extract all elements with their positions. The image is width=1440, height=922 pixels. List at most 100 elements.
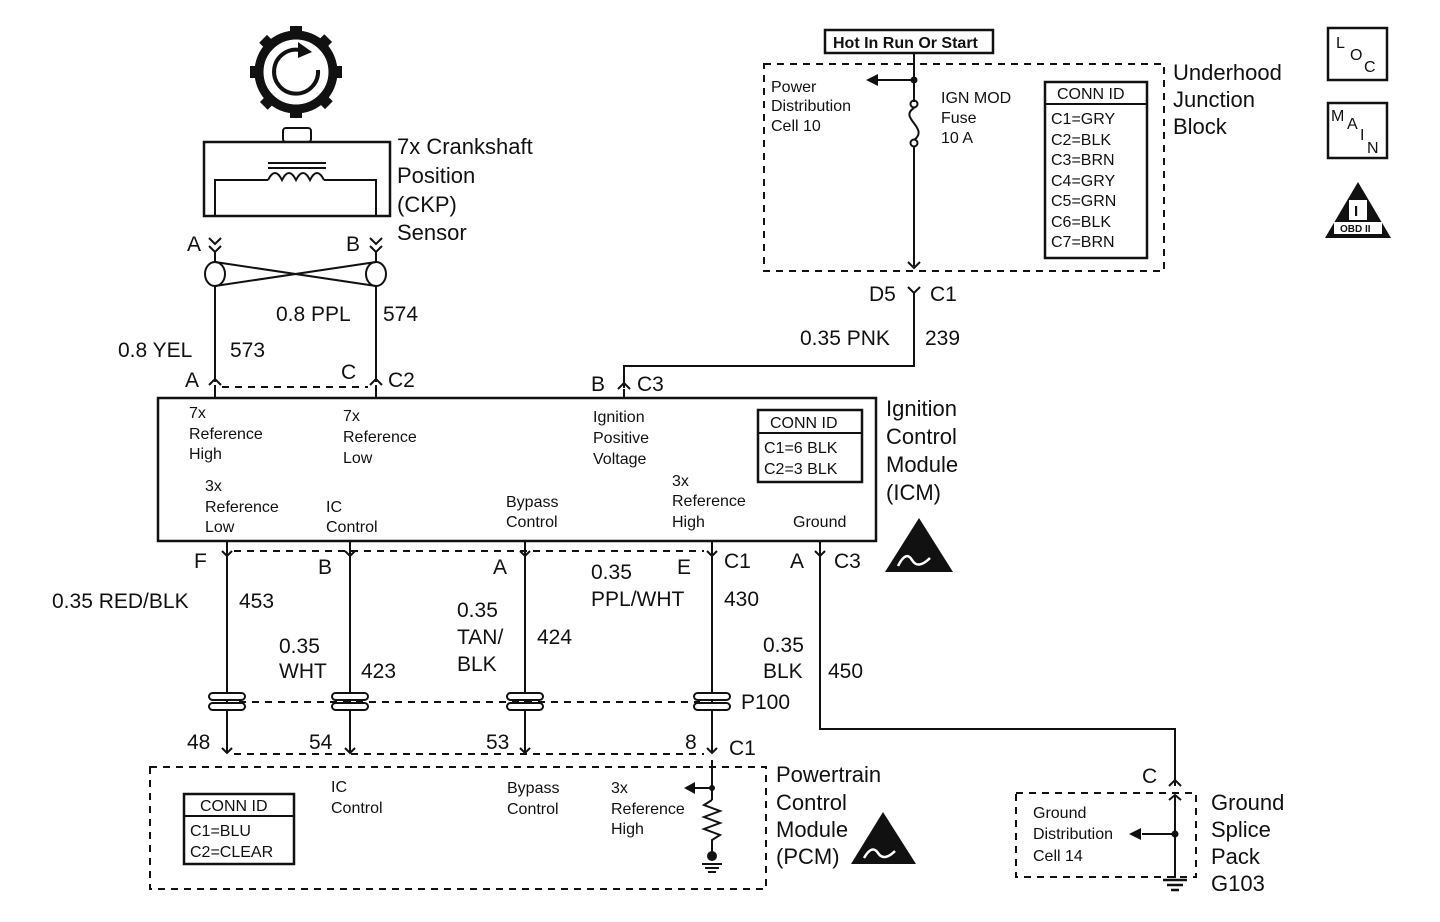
icm-top-connector-c2: C2	[388, 369, 415, 392]
ckp-pin-a: A	[187, 233, 201, 256]
wire-424-number: 424	[537, 626, 572, 649]
pcm-connector-icons	[221, 747, 718, 755]
icm-3x-ref-high-line3: High	[672, 514, 705, 531]
pdc-label-line3: Cell 10	[771, 118, 821, 135]
ckp-connector-b-icon	[369, 237, 383, 254]
pcm-pin-48: 48	[187, 731, 210, 754]
wire-574-color: 0.8 PPL	[276, 303, 351, 326]
icm-3x-ref-low-line3: Low	[205, 519, 235, 536]
loc-badge	[1326, 26, 1389, 82]
icm-ign-pos-line3: Voltage	[593, 451, 646, 468]
icm-pin-b: B	[318, 556, 332, 579]
ujb-name-line2: Junction	[1173, 87, 1255, 112]
icm-3x-ref-high-line1: 3x	[672, 473, 689, 490]
ground-splice-pack-box	[1015, 792, 1197, 878]
esd-sensitive-icon	[885, 518, 953, 572]
wire-430-color-line1: 0.35	[591, 561, 632, 584]
pcm-connector-c1: C1	[729, 737, 756, 760]
wire-450	[819, 541, 1176, 786]
icm-conn-id-title: CONN ID	[770, 415, 838, 432]
pcm-3x-ref-high-line1: 3x	[611, 780, 628, 797]
wire-573-number: 573	[230, 339, 265, 362]
crankshaft-reluctor-wheel-icon	[250, 26, 342, 118]
icm-ic-control-line1: IC	[326, 499, 342, 516]
ujb-conn-item-4: C4=GRY	[1051, 173, 1116, 190]
wire-424-color-line1: 0.35	[457, 599, 498, 622]
icm-bypass-line1: Bypass	[506, 494, 558, 511]
fuse-label-line2: Fuse	[941, 110, 977, 127]
ujb-conn-item-2: C2=BLK	[1051, 132, 1111, 149]
hot-in-run-or-start-label-box	[823, 28, 995, 55]
wire-424-color-line3: BLK	[457, 653, 497, 676]
icm-conn-item-2: C2=3 BLK	[764, 461, 838, 478]
icm-3x-ref-high-line2: Reference	[672, 493, 746, 510]
pcm-pin-54: 54	[309, 731, 333, 754]
pcm-ic-control-line2: Control	[331, 800, 383, 817]
ground-cell-line1: Ground	[1033, 805, 1086, 822]
ckp-sensor-winding-leads	[214, 179, 377, 216]
wire-239	[623, 293, 915, 388]
ground-name-line2: Splice	[1211, 817, 1271, 842]
ground-cell-line2: Distribution	[1033, 826, 1113, 843]
icm-top-pin-c: C	[341, 361, 356, 384]
icm-bypass-line2: Control	[506, 514, 558, 531]
ujb-conn-item-6: C6=BLK	[1051, 214, 1111, 231]
icm-name-line1: Ignition	[886, 396, 957, 421]
wire-453-color: 0.35 RED/BLK	[52, 590, 189, 613]
ignition-control-module-box	[156, 396, 878, 543]
icm-connector-c1: C1	[724, 550, 751, 573]
fuse-icon	[908, 99, 920, 148]
pcm-bypass-line2: Control	[507, 801, 559, 818]
pcm-conn-id-table	[182, 792, 296, 866]
ckp-sensor-body	[202, 140, 392, 218]
wire-574-number: 574	[383, 303, 418, 326]
ujb-name-line1: Underhood	[1173, 60, 1282, 85]
icm-name-line4: (ICM)	[886, 480, 941, 505]
main-badge-m: M	[1331, 108, 1344, 125]
icm-7x-ref-low-line1: 7x	[343, 408, 360, 425]
wire-430-number: 430	[724, 588, 759, 611]
ujb-connector-c1: C1	[930, 283, 957, 306]
icm-ic-control-line2: Control	[326, 519, 378, 536]
wire-450-color-line1: 0.35	[763, 634, 804, 657]
ckp-core-lines	[268, 162, 326, 169]
fuse-label-line3: 10 A	[941, 130, 973, 147]
ujb-conn-item-7: C7=BRN	[1051, 234, 1115, 251]
ckp-sensor-name-line1: 7x Crankshaft	[397, 134, 533, 159]
pcm-conn-item-2: C2=CLEAR	[190, 844, 273, 861]
obd-ii-badge-icon	[1325, 182, 1391, 238]
ground-pin-c: C	[1142, 765, 1157, 788]
wire-239-color: 0.35 PNK	[800, 327, 890, 350]
p100-label: P100	[741, 691, 790, 714]
pdc-arrow-icon	[866, 74, 878, 86]
icm-pin-a-ground: A	[790, 550, 804, 573]
wire-573-color: 0.8 YEL	[118, 339, 192, 362]
pcm-pin-53: 53	[486, 731, 509, 754]
icm-conn-id-table	[756, 408, 864, 484]
ckp-connector-a-icon	[208, 237, 222, 254]
wire-239-number: 239	[925, 327, 960, 350]
pcm-name-line4: (PCM)	[776, 844, 840, 869]
loc-badge-o: O	[1350, 47, 1362, 64]
ujb-connector-icon	[907, 286, 921, 295]
pcm-pullup-resistor-icon	[684, 760, 723, 873]
loc-badge-l: L	[1336, 35, 1345, 52]
twisted-pair-icon	[204, 252, 387, 287]
wire-430-color-line2: PPL/WHT	[591, 588, 685, 611]
pcm-bypass-line1: Bypass	[507, 780, 559, 797]
pcm-pin-8: 8	[685, 731, 697, 754]
icm-7x-ref-low-line2: Reference	[343, 429, 417, 446]
p100-inline-connector-icons	[208, 692, 731, 711]
ujb-splice-dot	[910, 76, 918, 84]
wire-423-color-line2: WHT	[279, 660, 327, 683]
ujb-conn-id-table	[1043, 80, 1149, 260]
main-badge	[1326, 101, 1389, 160]
icm-top-connector-c3: C3	[637, 373, 664, 396]
icm-pin-f: F	[194, 550, 207, 573]
underhood-junction-block-box	[763, 63, 1165, 272]
wire-453-number: 453	[239, 590, 274, 613]
ujb-conn-item-5: C5=GRN	[1051, 193, 1116, 210]
icm-ground-label: Ground	[793, 514, 846, 531]
ckp-pin-b: B	[346, 233, 360, 256]
loc-badge-c: C	[1364, 59, 1376, 76]
